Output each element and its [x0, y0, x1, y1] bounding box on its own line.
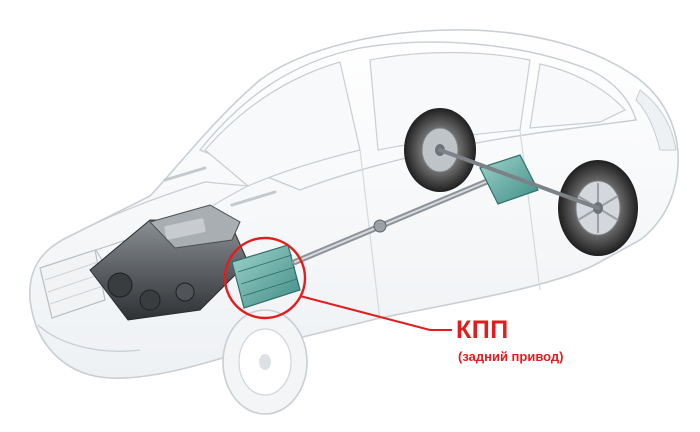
callout-title: КПП — [456, 316, 509, 344]
callout-subtitle: (задний привод) — [458, 349, 564, 364]
engine-block — [89, 204, 249, 321]
front-wheel — [222, 309, 308, 415]
gearbox — [231, 244, 301, 309]
gearbox-highlight — [223, 236, 452, 331]
rear-differential — [438, 148, 600, 210]
driveshaft — [292, 173, 503, 265]
